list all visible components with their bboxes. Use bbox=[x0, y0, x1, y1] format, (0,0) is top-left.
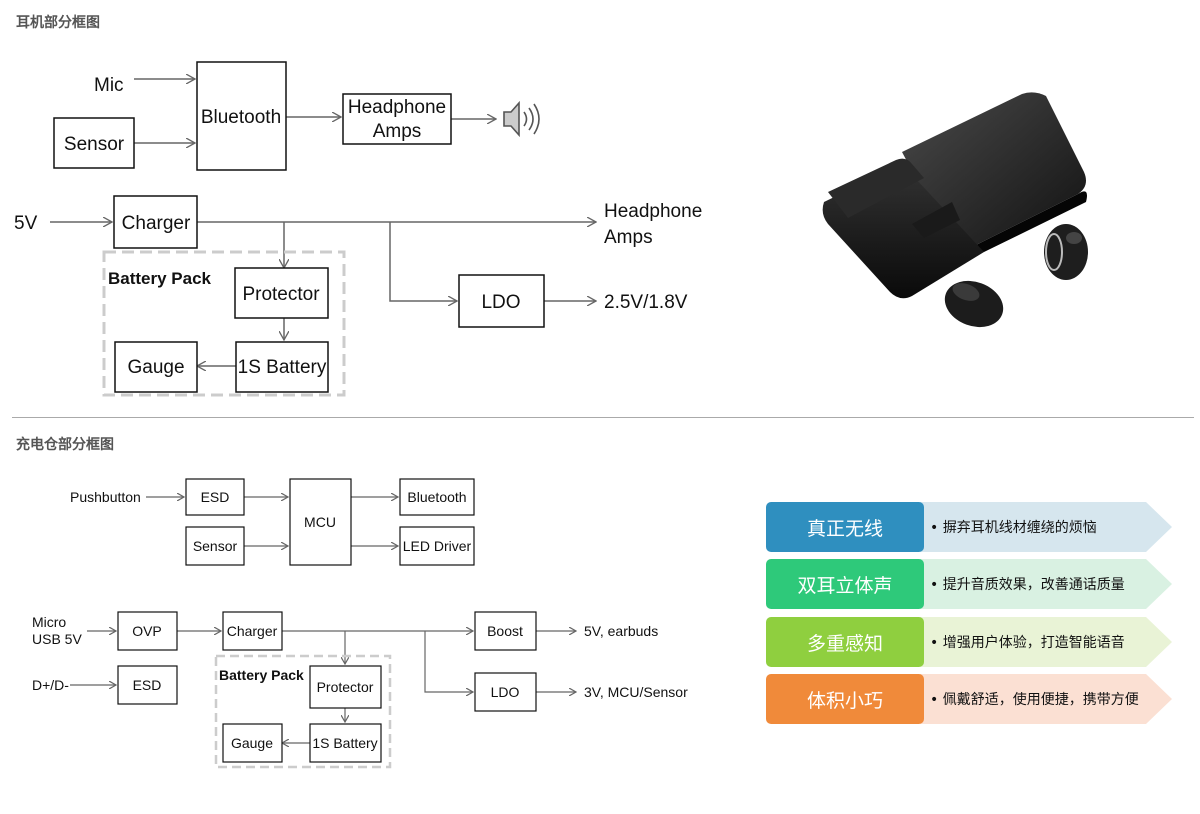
case-bluetooth-label: Bluetooth bbox=[407, 489, 466, 505]
earbuds-amps-label-line2: Amps bbox=[373, 121, 422, 142]
earbuds-amps-block bbox=[342, 93, 452, 145]
earbuds-gauge-label: Gauge bbox=[127, 357, 184, 378]
feature-title: 双耳立体声 bbox=[766, 559, 924, 609]
case-ldo-block bbox=[474, 672, 537, 712]
case-charger-label: Charger bbox=[227, 623, 278, 639]
earbuds-ldo-label: LDO bbox=[481, 292, 520, 313]
earbuds-section-title: 耳机部分框图 bbox=[16, 15, 100, 31]
input-5v-label: 5V bbox=[14, 213, 38, 234]
case-boost-label: Boost bbox=[487, 623, 523, 639]
ldo-output-label: 3V, MCU/Sensor bbox=[584, 684, 688, 700]
case-mcu-label: MCU bbox=[304, 514, 336, 530]
boost-output-label: 5V, earbuds bbox=[584, 623, 658, 639]
case-protector-label: Protector bbox=[317, 679, 374, 695]
case-led-driver-block bbox=[399, 526, 475, 566]
feature-title: 真正无线 bbox=[766, 502, 924, 552]
earbuds-bluetooth-label: Bluetooth bbox=[201, 107, 281, 128]
case-protector-block bbox=[309, 665, 382, 709]
earbuds-ldo-block bbox=[458, 274, 545, 328]
feature-description: • 提升音质效果，改善通话质量 bbox=[930, 577, 1125, 593]
case-esd-top-block bbox=[185, 478, 245, 516]
case-battery-pack-label: Battery Pack bbox=[219, 667, 304, 683]
case-boost-block bbox=[474, 611, 537, 651]
feature-arrow-band bbox=[920, 559, 1172, 609]
speaker-icon bbox=[503, 100, 540, 138]
earbuds-battery-block bbox=[235, 341, 329, 393]
feature-arrow-band bbox=[920, 502, 1172, 552]
mic-label: Mic bbox=[94, 75, 124, 96]
feature-description: • 摒弃耳机线材缠绕的烦恼 bbox=[930, 520, 1097, 536]
case-section-title: 充电仓部分框图 bbox=[16, 437, 114, 453]
case-block-diagram: ESD Sensor MCU Bluetooth LED Driver OVP … bbox=[32, 478, 688, 769]
case-esd-bottom-label: ESD bbox=[133, 677, 162, 693]
feature-arrow-band bbox=[920, 674, 1172, 724]
case-gauge-block bbox=[222, 723, 283, 763]
feature-description: • 佩戴舒适，使用便捷，携带方便 bbox=[930, 692, 1139, 708]
earbuds-gauge-block bbox=[114, 341, 198, 393]
feature-title: 体积小巧 bbox=[766, 674, 924, 724]
micro-usb-label-line2: USB 5V bbox=[32, 631, 82, 647]
case-mcu-block bbox=[289, 478, 352, 566]
earbuds-bluetooth-block bbox=[196, 61, 287, 171]
earbuds-battery-label: 1S Battery bbox=[238, 357, 327, 378]
earbuds-product-image bbox=[784, 52, 1188, 386]
case-ldo-label: LDO bbox=[491, 684, 520, 700]
case-gauge-label: Gauge bbox=[231, 735, 273, 751]
pushbutton-label: Pushbutton bbox=[70, 489, 141, 505]
case-ovp-label: OVP bbox=[132, 623, 162, 639]
section-divider bbox=[12, 417, 1194, 418]
case-ovp-block bbox=[117, 611, 178, 651]
earbuds-sensor-block bbox=[53, 117, 135, 169]
output-amps-label-line2: Amps bbox=[604, 227, 653, 248]
feature-title: 多重感知 bbox=[766, 617, 924, 667]
case-sensor-label: Sensor bbox=[193, 538, 238, 554]
case-battery-label: 1S Battery bbox=[312, 735, 377, 751]
earbuds-amps-label-line1: Headphone bbox=[348, 97, 446, 118]
case-sensor-block bbox=[185, 526, 245, 566]
case-charger-block bbox=[222, 611, 283, 651]
d-plus-minus-label: D+/D- bbox=[32, 677, 69, 693]
case-led-driver-label: LED Driver bbox=[403, 538, 472, 554]
earbuds-battery-pack-label: Battery Pack bbox=[108, 269, 212, 288]
earbuds-protector-label: Protector bbox=[242, 284, 320, 305]
earbuds-protector-block bbox=[234, 267, 329, 319]
case-esd-top-label: ESD bbox=[201, 489, 230, 505]
earbuds-block-diagram: Bluetooth Headphone Amps Sensor Charger … bbox=[14, 61, 702, 397]
case-bluetooth-block bbox=[399, 478, 475, 516]
case-battery-block bbox=[309, 723, 382, 763]
output-amps-label-line1: Headphone bbox=[604, 201, 702, 222]
feature-description: • 增强用户体验，打造智能语音 bbox=[930, 635, 1125, 651]
micro-usb-label-line1: Micro bbox=[32, 614, 66, 630]
ldo-output-label: 2.5V/1.8V bbox=[604, 292, 688, 313]
earbuds-sensor-label: Sensor bbox=[64, 134, 125, 155]
earbuds-charger-label: Charger bbox=[122, 213, 191, 234]
earbuds-charger-block bbox=[113, 195, 198, 249]
case-esd-bottom-block bbox=[117, 665, 178, 705]
feature-arrow-band bbox=[920, 617, 1172, 667]
